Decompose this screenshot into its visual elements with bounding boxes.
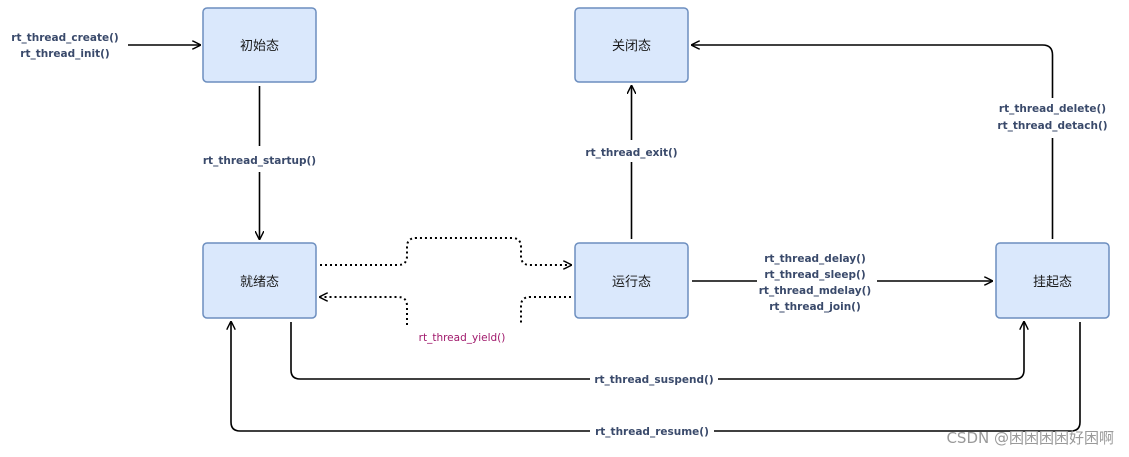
label-yield: rt_thread_yield() — [419, 332, 506, 344]
label-exit: rt_thread_exit() — [585, 147, 677, 159]
state-running: 运行态 — [574, 242, 689, 319]
label-create: rt_thread_create() — [11, 32, 118, 44]
label-join: rt_thread_join() — [769, 301, 861, 313]
edge-resume-left — [231, 322, 590, 432]
label-init: rt_thread_init() — [20, 48, 109, 60]
state-suspended-label: 挂起态 — [1033, 275, 1072, 290]
label-startup: rt_thread_startup() — [203, 155, 316, 167]
state-ready-label: 就绪态 — [240, 275, 279, 290]
state-initial: 初始态 — [202, 7, 317, 83]
label-sleep: rt_thread_sleep() — [764, 269, 865, 281]
edge-yield-back-left — [320, 297, 408, 325]
edge-suspend-left — [290, 322, 590, 380]
label-mdelay: rt_thread_mdelay() — [759, 285, 871, 297]
edge-yield-back-right — [520, 296, 571, 325]
label-delete: rt_thread_delete() — [999, 103, 1106, 115]
state-closed: 关闭态 — [574, 7, 689, 83]
edge-yield-forward — [320, 237, 571, 265]
state-running-label: 运行态 — [612, 275, 651, 290]
label-resume: rt_thread_resume() — [595, 426, 709, 438]
label-detach: rt_thread_detach() — [997, 120, 1107, 132]
edge-suspend-right — [718, 322, 1024, 380]
label-suspend: rt_thread_suspend() — [594, 374, 713, 386]
state-ready: 就绪态 — [202, 242, 317, 319]
state-initial-label: 初始态 — [240, 39, 279, 54]
state-closed-label: 关闭态 — [612, 39, 651, 54]
edge-resume-right — [714, 322, 1081, 432]
state-suspended: 挂起态 — [995, 242, 1110, 319]
watermark: CSDN @困困困困好困啊 — [946, 429, 1114, 447]
edge-delete-upper — [692, 45, 1054, 98]
label-delay: rt_thread_delay() — [764, 253, 866, 265]
